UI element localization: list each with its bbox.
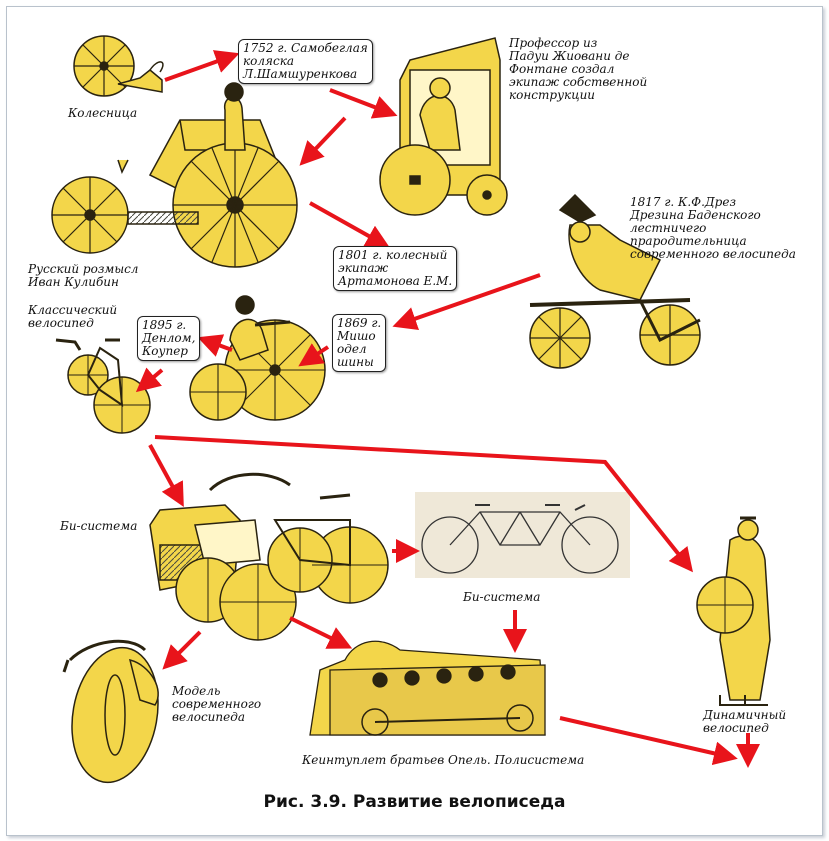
draisine-illustration: [529, 193, 701, 369]
arrow-opel-to-dynamic: [559, 716, 738, 766]
label-bi-system-left: Би-система: [60, 519, 138, 533]
label-dunlop: 1895 г. Денлом, Коупер: [137, 316, 201, 361]
label-classic: Классический велосипед: [28, 303, 118, 330]
label-kulibin: Русский розмысл Иван Кулибин: [28, 262, 139, 289]
label-shamshurenkov: 1752 г. Самобеглая коляска Л.Шамшуренков…: [238, 39, 373, 84]
arrow-chariot-to-shamshurenkov: [164, 50, 240, 82]
fontane-carriage-illustration: [379, 37, 508, 216]
tricycle-bi-system-illustration: [149, 472, 389, 641]
arrow-classic-to-dynamic: [154, 435, 693, 573]
classic-bicycle-illustration: [55, 338, 151, 434]
label-dynamic: Динамичный велосипед: [703, 708, 787, 735]
figure-caption: Рис. 3.9. Развитие велописеда: [263, 792, 566, 812]
evolution-arrows: [135, 50, 760, 768]
label-fontane: Профессор из Падуи Жиовани де Фонтане со…: [509, 36, 648, 102]
dynamic-bicycle-illustration: [696, 516, 771, 706]
kulibin-carriage-illustration: [51, 82, 298, 268]
arrow-classic-to-bisystem: [148, 444, 184, 508]
tandem-photo-illustration: [415, 492, 630, 578]
arrow-dunlop-to-classic: [135, 367, 164, 393]
arrow-tricycle-to-opel: [289, 616, 353, 649]
arrow-michaux-to-dunlop: [197, 334, 233, 357]
label-bi-system-right: Би-система: [463, 590, 541, 604]
label-artamonov: 1801 г. колесный экипаж Артамонова Е.М.: [333, 246, 458, 291]
arrow-artamonov-to-michaux: [298, 343, 330, 367]
label-opel: Кеинтуплет братьев Опель. Полисистема: [302, 753, 585, 767]
arrow-shamshurenkov-to-kulibin: [299, 116, 347, 166]
label-michaux: 1869 г. Мишо одел шины: [332, 314, 387, 372]
label-drez: 1817 г. К.Ф.Дрез Дрезина Баденского лест…: [630, 195, 796, 261]
label-chariot: Колесница: [68, 106, 138, 120]
label-modern-model: Модель современного велосипеда: [172, 684, 262, 724]
arrow-tricycle-to-model: [162, 630, 202, 670]
artamonov-bicycle-illustration: [189, 295, 326, 421]
arrow-kulibin-to-artamonov: [309, 201, 390, 248]
arrow-drez-to-michaux: [392, 273, 541, 331]
chariot-illustration: [73, 35, 164, 97]
modern-bicycle-model-illustration: [62, 639, 159, 784]
opel-quintuplet-illustration: [309, 640, 546, 736]
arrow-shamshurenkov-to-fontane: [329, 88, 398, 119]
